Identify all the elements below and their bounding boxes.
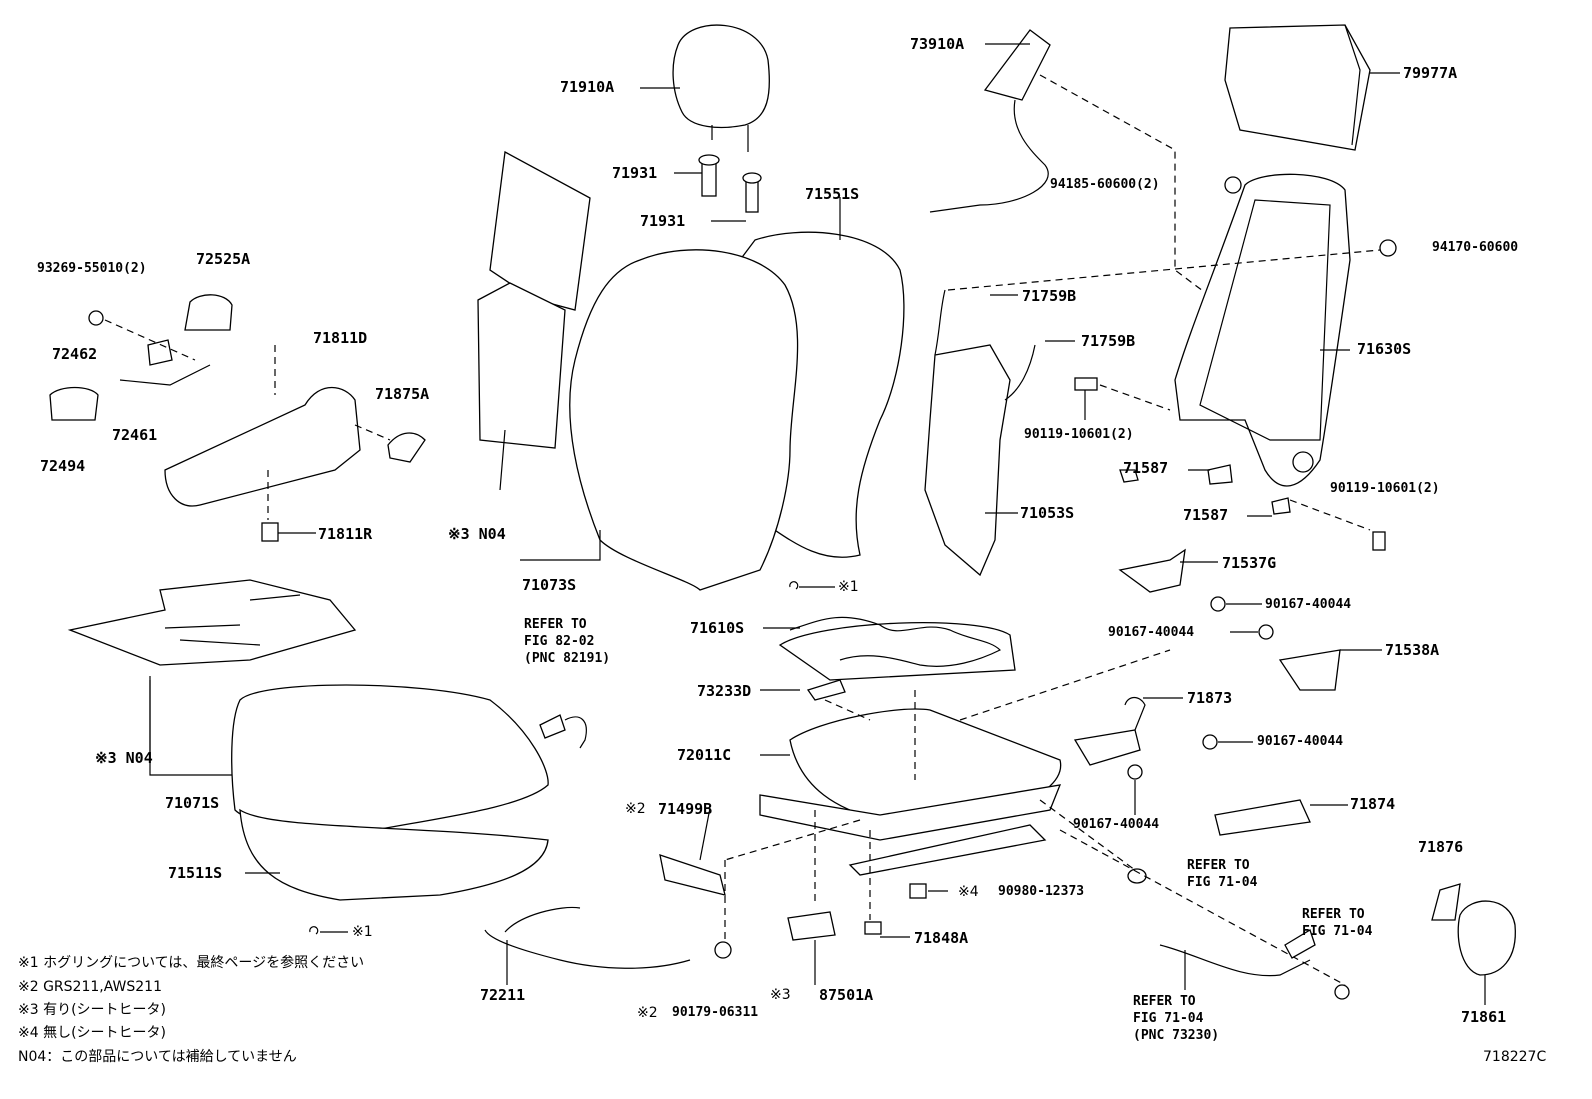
headrest-support-drawing: [674, 154, 762, 222]
part-number: 71876: [1418, 838, 1464, 856]
part-number: 87501A: [819, 986, 874, 1004]
part-number: 90119-10601(2): [1330, 481, 1440, 496]
seat-frame-drawing: [724, 622, 1346, 986]
note-mark: ※4: [958, 884, 979, 900]
part-number: 71551S: [805, 185, 860, 203]
refer-to-note: REFER TO FIG 71-04: [1302, 907, 1373, 939]
figure-code: 718227C: [1483, 1049, 1547, 1065]
headrest-drawing: [640, 24, 771, 152]
part-number: 71873: [1187, 689, 1233, 707]
side-airbag-drawing: [929, 29, 1216, 301]
part-number: 72461: [112, 426, 158, 444]
cushion-spring-drawing: [789, 616, 1002, 721]
note-mark: ※3: [770, 987, 791, 1003]
note-mark: ※2: [637, 1005, 658, 1021]
part-number: 72462: [52, 345, 98, 363]
part-number: 71759B: [1081, 332, 1136, 350]
part-number: 90179-06311: [672, 1005, 759, 1020]
legend-line: ※4 無し(シートヒータ): [18, 1025, 167, 1041]
note-mark: ※2: [625, 801, 646, 817]
refer-to-note: REFER TO FIG 82-02 (PNC 82191): [524, 617, 611, 666]
refer-to-note: REFER TO FIG 71-04 (PNC 73230): [1133, 994, 1220, 1043]
note-mark: ※1: [352, 924, 373, 940]
part-number: 71630S: [1357, 340, 1412, 358]
legend-line: ※3 有り(シートヒータ): [18, 1002, 167, 1018]
hog-ring-icon: [789, 581, 835, 590]
note-mark: ※3 N04: [95, 749, 153, 767]
seatback-frame-drawing: [947, 173, 1381, 531]
seat-cushion-drawing: [231, 684, 549, 901]
part-number: 71759B: [1022, 287, 1077, 305]
part-number: 90167-40044: [1073, 817, 1160, 832]
part-number: 71537G: [1222, 554, 1277, 572]
part-number: 90980-12373: [998, 884, 1085, 899]
part-number: 71511S: [168, 864, 223, 882]
part-number: 90167-40044: [1257, 734, 1344, 749]
part-number: 71610S: [690, 619, 745, 637]
part-number: 72494: [40, 457, 86, 475]
part-number: 71861: [1461, 1008, 1507, 1026]
part-number: 73233D: [697, 682, 752, 700]
part-number: 71931: [612, 164, 658, 182]
part-number: 71931: [640, 212, 686, 230]
part-number: 94185-60600(2): [1050, 177, 1160, 192]
legend-line: ※1 ホグリングについては、最終ページを参照ください: [18, 955, 365, 971]
part-number: 72211: [480, 986, 526, 1004]
part-number: 71499B: [658, 800, 713, 818]
part-number: 93269-55010(2): [37, 261, 147, 276]
part-number: 71587: [1183, 506, 1229, 524]
part-number: 71811R: [318, 525, 373, 543]
refer-to-note: REFER TO FIG 71-04: [1187, 858, 1258, 890]
part-number: 79977A: [1403, 64, 1458, 82]
part-number: 71875A: [375, 385, 430, 403]
lumbar-support-drawing: [924, 289, 1075, 577]
part-number: 71053S: [1020, 504, 1075, 522]
part-number: 71910A: [560, 78, 615, 96]
back-pad-drawing: [1224, 24, 1400, 151]
part-number: 73910A: [910, 35, 965, 53]
part-number: 71874: [1350, 795, 1396, 813]
side-shield-drawing: [49, 294, 426, 542]
side-brackets-drawing: [1073, 464, 1516, 1005]
seatback-board-drawing: [477, 150, 591, 491]
part-number: 90167-40044: [1265, 597, 1352, 612]
seatback-drawing: [569, 197, 905, 591]
part-number: 72525A: [196, 250, 251, 268]
bolts-drawing: [88, 176, 1397, 1000]
part-number: 71538A: [1385, 641, 1440, 659]
note-mark: ※1: [838, 579, 859, 595]
note-mark: ※3 N04: [448, 525, 506, 543]
harness-drawing: [484, 714, 836, 985]
hog-ring-icon: [309, 926, 348, 935]
legend-line: ※2 GRS211,AWS211: [18, 979, 162, 995]
seat-heater-drawing: [67, 579, 357, 776]
part-number: 71587: [1123, 459, 1169, 477]
part-number: 71073S: [522, 576, 577, 594]
part-number: 94170-60600: [1432, 240, 1519, 255]
part-number: 71848A: [914, 929, 969, 947]
part-number: 71071S: [165, 794, 220, 812]
part-number: 90119-10601(2): [1024, 427, 1134, 442]
legend-line: N04：この部品については補給していません: [18, 1049, 297, 1065]
part-number: 71811D: [313, 329, 368, 347]
part-number: 72011C: [677, 746, 732, 764]
leader-line: [520, 530, 601, 561]
part-number: 90167-40044: [1108, 625, 1195, 640]
